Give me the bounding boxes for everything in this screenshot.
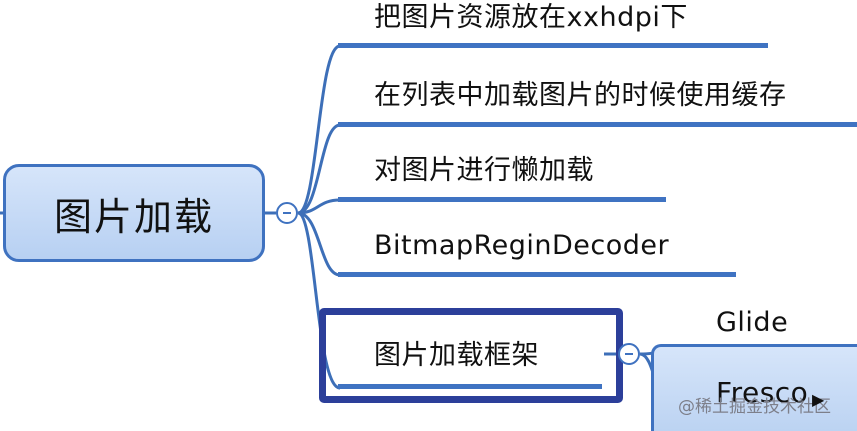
branch-underline bbox=[338, 384, 602, 389]
child-topic-label[interactable]: Fresco bbox=[716, 376, 809, 409]
connector-branch-4 bbox=[297, 211, 341, 277]
branch-topic-label[interactable]: 图片加载框架 bbox=[374, 340, 539, 371]
mouse-cursor-icon: ▶ bbox=[812, 390, 825, 409]
collapse-toggle-central[interactable] bbox=[276, 202, 298, 224]
connector-branch-2 bbox=[297, 123, 341, 215]
collapse-toggle-frame[interactable] bbox=[618, 343, 640, 365]
central-topic-label: 图片加载 bbox=[53, 194, 214, 239]
branch-topic-label[interactable]: 把图片资源放在xxhdpi下 bbox=[374, 2, 688, 33]
branch-topic-label[interactable]: 对图片进行懒加载 bbox=[374, 155, 594, 186]
branch-underline bbox=[338, 122, 857, 127]
branch-underline bbox=[338, 43, 768, 48]
watermark-text: @稀土掘金技术社区 bbox=[678, 397, 831, 417]
connector-branch-5 bbox=[297, 211, 341, 390]
child-topic-node-fresco[interactable] bbox=[651, 344, 857, 431]
branch-underline bbox=[338, 272, 736, 277]
connector-branch-1 bbox=[297, 44, 341, 215]
branch-underline bbox=[338, 197, 666, 202]
branch-topic-label[interactable]: BitmapReginDecoder bbox=[374, 230, 670, 261]
central-topic-node[interactable]: 图片加载 bbox=[3, 164, 265, 262]
branch-topic-label[interactable]: 在列表中加载图片的时候使用缓存 bbox=[374, 80, 787, 111]
child-topic-label[interactable]: Glide bbox=[716, 307, 789, 338]
